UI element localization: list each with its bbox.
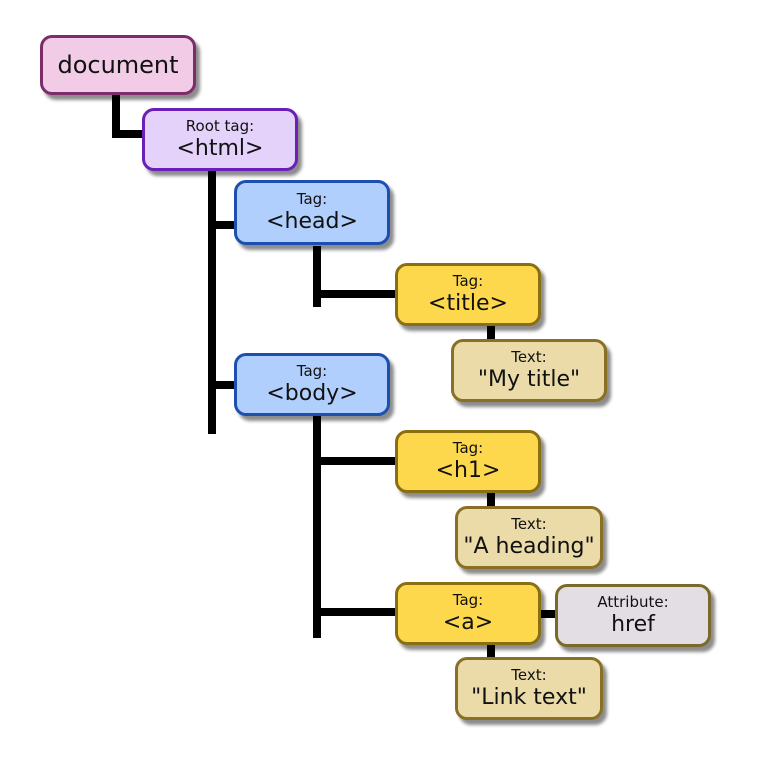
node-document: document xyxy=(40,35,196,95)
node-a-kind: Tag: xyxy=(452,591,484,609)
connector-h1-text xyxy=(487,492,495,510)
node-a: Tag: <a> xyxy=(395,582,541,645)
connector-body-h1 xyxy=(313,457,399,465)
node-html: Root tag: <html> xyxy=(142,108,298,171)
connector-a-text xyxy=(487,644,495,660)
node-title: Tag: <title> xyxy=(395,263,541,326)
connector-head-title xyxy=(313,290,399,298)
node-title-text-kind: Text: xyxy=(511,348,547,366)
node-a-text-value: "Link text" xyxy=(471,685,587,710)
node-a-tag: <a> xyxy=(442,610,494,635)
node-html-kind: Root tag: xyxy=(185,117,255,135)
node-title-text-value: "My title" xyxy=(477,367,581,392)
node-title-text: Text: "My title" xyxy=(451,339,607,402)
node-document-label: document xyxy=(57,51,179,79)
node-head-kind: Tag: xyxy=(296,190,328,208)
connector-document-html xyxy=(112,92,120,138)
connector-head-trunk xyxy=(313,246,321,307)
connector-title-text xyxy=(487,325,495,343)
node-title-tag: <title> xyxy=(428,291,508,316)
node-h1: Tag: <h1> xyxy=(395,430,541,493)
connector-html-trunk xyxy=(208,170,216,434)
node-body-tag: <body> xyxy=(266,381,358,406)
node-title-kind: Tag: xyxy=(452,272,484,290)
node-h1-tag: <h1> xyxy=(435,458,501,483)
node-h1-kind: Tag: xyxy=(452,439,484,457)
node-html-tag: <html> xyxy=(176,136,264,161)
node-a-text: Text: "Link text" xyxy=(455,657,603,720)
node-a-attribute: Attribute: href xyxy=(555,584,711,647)
node-a-text-kind: Text: xyxy=(511,666,547,684)
connector-html-body xyxy=(208,381,238,389)
node-a-attribute-kind: Attribute: xyxy=(597,593,669,611)
connector-body-a xyxy=(313,608,399,616)
connector-html-head xyxy=(208,221,238,229)
connector-document-html xyxy=(112,130,146,138)
node-h1-text: Text: "A heading" xyxy=(455,506,603,569)
node-body: Tag: <body> xyxy=(234,353,390,416)
node-h1-text-value: "A heading" xyxy=(463,534,595,559)
node-body-kind: Tag: xyxy=(296,362,328,380)
node-head-tag: <head> xyxy=(266,209,358,234)
connector-a-attribute xyxy=(538,610,558,618)
node-h1-text-kind: Text: xyxy=(511,515,547,533)
node-a-attribute-value: href xyxy=(611,612,655,637)
connector-body-trunk xyxy=(313,414,321,638)
node-head: Tag: <head> xyxy=(234,180,390,245)
